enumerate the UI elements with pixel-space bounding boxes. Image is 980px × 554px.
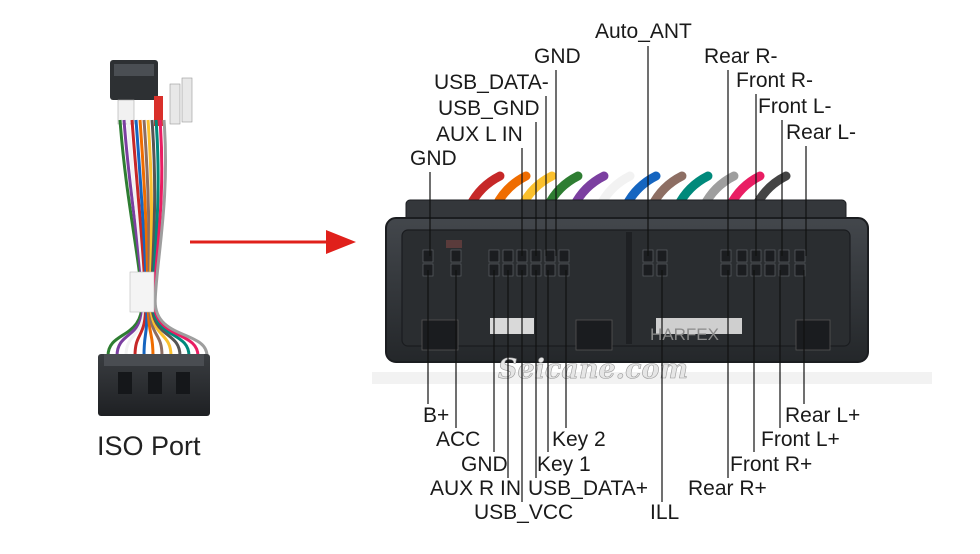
pin-label-top-rear-r: Rear R- bbox=[704, 45, 778, 68]
pin-socket bbox=[558, 263, 570, 277]
plate-left bbox=[490, 318, 534, 334]
pin-socket bbox=[488, 249, 500, 263]
pin-socket bbox=[794, 249, 806, 263]
pin-socket bbox=[544, 263, 556, 277]
pin-label-top-front-r: Front R- bbox=[736, 69, 813, 92]
small-connector bbox=[117, 99, 135, 125]
pin-label-bottom-aux-r-in: AUX R IN bbox=[430, 477, 521, 500]
pin-socket bbox=[422, 249, 434, 263]
wire-tag bbox=[129, 271, 155, 313]
pin-socket bbox=[720, 263, 732, 277]
pin-label-bottom-front-l: Front L+ bbox=[761, 428, 840, 451]
rca-plug bbox=[181, 77, 193, 123]
pin-label-top-gnd: GND bbox=[534, 45, 581, 68]
pin-label-bottom-ill: ILL bbox=[650, 501, 679, 524]
plate-right bbox=[656, 318, 742, 334]
pin-socket bbox=[764, 263, 776, 277]
pin-socket bbox=[778, 263, 790, 277]
pin-label-top-usb-gnd: USB_GND bbox=[438, 97, 540, 120]
pin-socket bbox=[764, 249, 776, 263]
wire-bundle bbox=[106, 119, 209, 357]
pin-label-bottom-rear-l: Rear L+ bbox=[785, 404, 860, 427]
pin-socket bbox=[544, 249, 556, 263]
pin-label-bottom-acc: ACC bbox=[436, 428, 480, 451]
plate-text: HARFEX bbox=[650, 325, 719, 344]
pin-label-top-gnd: GND bbox=[410, 147, 457, 170]
pin-label-bottom-usb-data: USB_DATA+ bbox=[528, 477, 648, 500]
pin-label-bottom-gnd: GND bbox=[461, 453, 508, 476]
pin-socket bbox=[502, 249, 514, 263]
caption: ISO Port bbox=[97, 431, 201, 461]
pin-label-bottom-b: B+ bbox=[423, 404, 449, 427]
pin-label-bottom-front-r: Front R+ bbox=[730, 453, 812, 476]
pin-socket bbox=[736, 249, 748, 263]
pin-socket bbox=[720, 249, 732, 263]
pin-socket bbox=[558, 249, 570, 263]
pin-socket bbox=[794, 263, 806, 277]
pin-label-bottom-usb-vcc: USB_VCC bbox=[474, 501, 573, 524]
rca-plug bbox=[169, 83, 181, 125]
pin-label-bottom-key-1: Key 1 bbox=[537, 453, 591, 476]
rca-plug bbox=[154, 96, 163, 126]
pin-label-top-rear-l: Rear L- bbox=[786, 121, 856, 144]
pin-socket bbox=[450, 249, 462, 263]
harness-image bbox=[98, 60, 210, 416]
pin-label-bottom-rear-r: Rear R+ bbox=[688, 477, 767, 500]
connector-face: HARFEX bbox=[372, 171, 932, 384]
pin-label-top-usb-data: USB_DATA- bbox=[434, 71, 549, 94]
pin-socket bbox=[656, 249, 668, 263]
pin-label-top-front-l: Front L- bbox=[758, 95, 832, 118]
pin-label-top-aux-l-in: AUX L IN bbox=[436, 123, 523, 146]
watermark: Seicane.com bbox=[498, 354, 688, 385]
pin-socket bbox=[778, 249, 790, 263]
pin-socket bbox=[736, 263, 748, 277]
pin-socket bbox=[642, 263, 654, 277]
pin-label-top-auto-ant: Auto_ANT bbox=[595, 20, 692, 43]
pin-socket bbox=[750, 263, 762, 277]
pin-label-bottom-key-2: Key 2 bbox=[552, 428, 606, 451]
arrow-right-icon bbox=[190, 230, 356, 254]
wire bbox=[153, 119, 209, 357]
